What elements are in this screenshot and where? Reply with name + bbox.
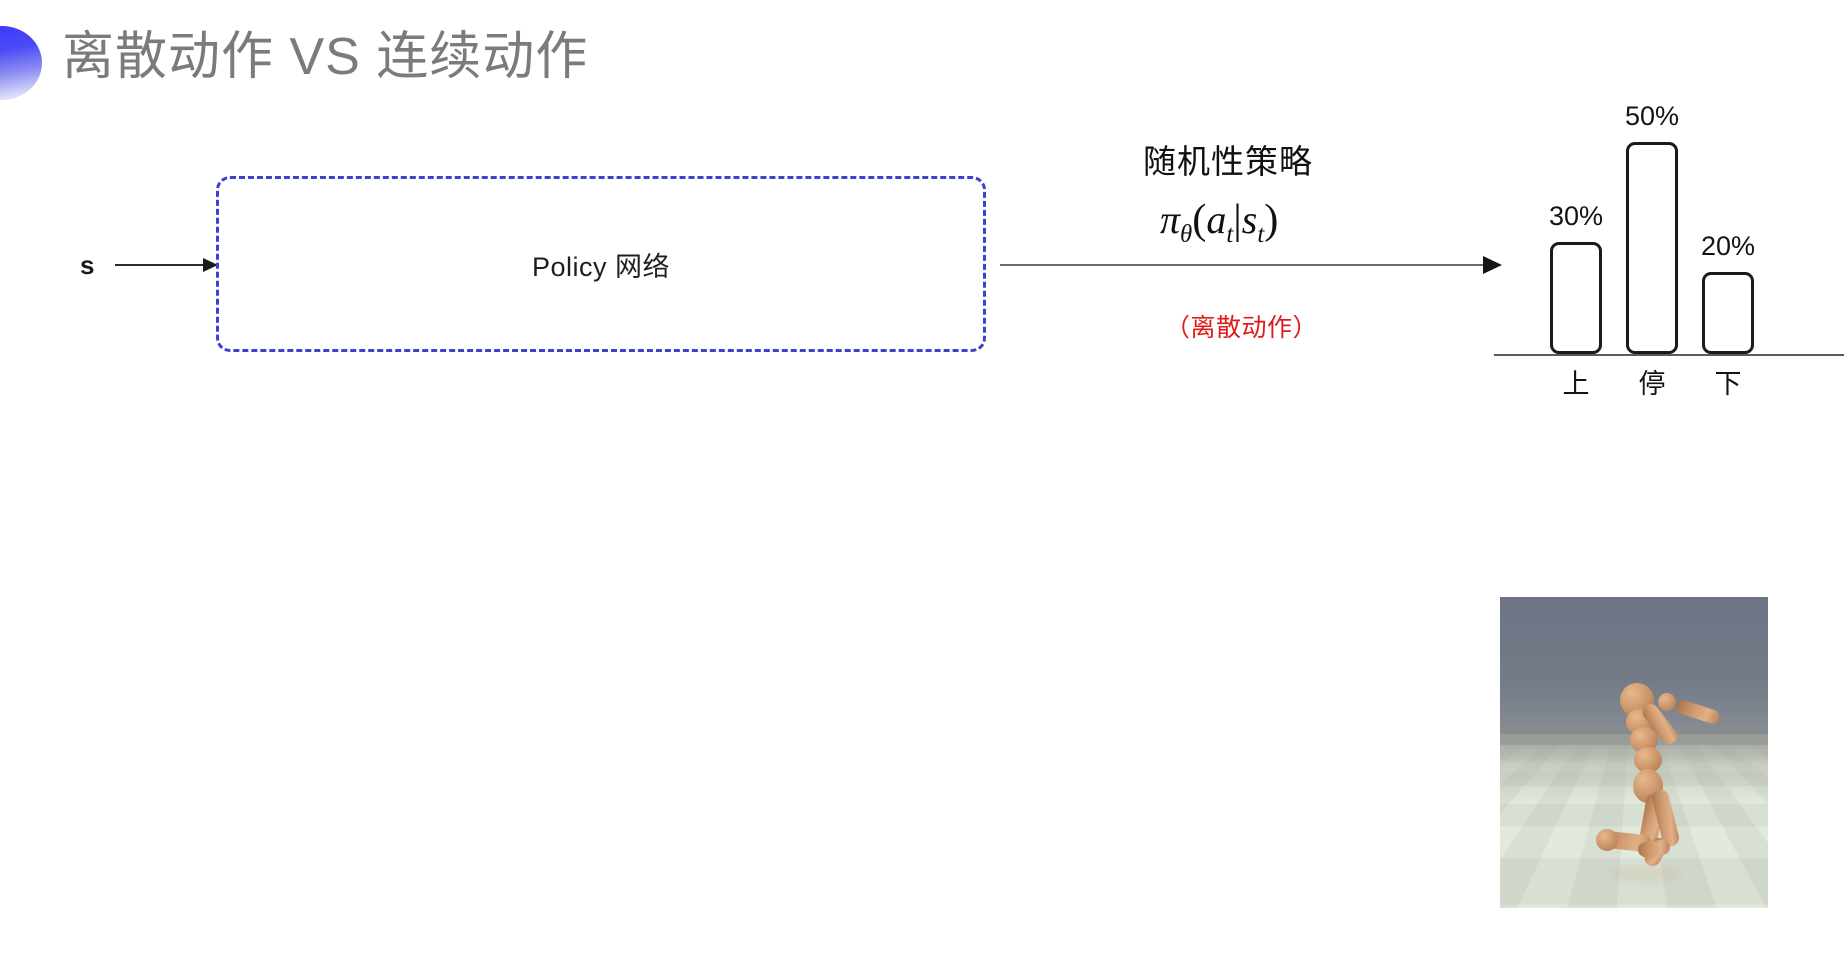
humanoid-knee bbox=[1596, 829, 1618, 851]
humanoid-simulation-image bbox=[1500, 597, 1768, 908]
bar-value-label: 20% bbox=[1700, 231, 1756, 261]
bar-tick-label: 上 bbox=[1562, 369, 1590, 399]
bar-chart-axis-line bbox=[1494, 354, 1844, 356]
discrete-action-note: （离散动作） bbox=[1165, 314, 1319, 342]
humanoid-hand bbox=[1658, 693, 1676, 711]
bar-rect bbox=[1626, 142, 1678, 354]
formula-a: a bbox=[1206, 197, 1227, 242]
formula-s-sub: t bbox=[1257, 221, 1265, 248]
stochastic-policy-label: 随机性策略 bbox=[1143, 143, 1313, 180]
formula-bar: | bbox=[1233, 196, 1242, 243]
formula-a-sub: t bbox=[1226, 221, 1234, 248]
bar-chart-plot-area: 30% 50% 20% bbox=[1494, 96, 1844, 354]
bar-item: 50% bbox=[1624, 96, 1680, 354]
floor-reflection bbox=[1610, 865, 1680, 883]
bar-tick-label: 下 bbox=[1714, 369, 1742, 399]
formula-open-paren: ( bbox=[1192, 196, 1207, 243]
bar-rect bbox=[1550, 242, 1602, 354]
formula-close-paren: ) bbox=[1264, 196, 1279, 243]
formula-s: s bbox=[1241, 197, 1258, 242]
action-probability-bar-chart: 30% 50% 20% 上 停 下 bbox=[1494, 96, 1844, 399]
discrete-state-label: s bbox=[80, 250, 95, 280]
formula-pi-sub: θ bbox=[1180, 221, 1193, 248]
humanoid-forearm bbox=[1674, 698, 1722, 726]
stochastic-policy-formula: πθ(at|st) bbox=[1160, 195, 1278, 249]
humanoid-lower-torso bbox=[1634, 747, 1662, 773]
bar-value-label: 30% bbox=[1548, 201, 1604, 231]
bar-item: 30% bbox=[1548, 96, 1604, 354]
humanoid-figure bbox=[1500, 597, 1768, 908]
discrete-input-arrow bbox=[115, 258, 218, 272]
discrete-output-arrow bbox=[1000, 256, 1502, 274]
bar-value-label: 50% bbox=[1624, 101, 1680, 131]
formula-pi: π bbox=[1160, 197, 1181, 242]
page-title: 离散动作 VS 连续动作 bbox=[62, 28, 589, 86]
discrete-policy-box[interactable]: Policy 网络 bbox=[216, 176, 986, 352]
discrete-policy-box-label: Policy 网络 bbox=[531, 251, 671, 282]
discrete-action-row: s Policy 网络 随机性策略 πθ(at|st) （离散动作） 30% 5… bbox=[0, 0, 1846, 470]
bar-rect bbox=[1702, 272, 1754, 354]
bar-item: 20% bbox=[1700, 96, 1756, 354]
humanoid-foot-front bbox=[1637, 838, 1671, 859]
bar-tick-label: 停 bbox=[1638, 369, 1666, 399]
